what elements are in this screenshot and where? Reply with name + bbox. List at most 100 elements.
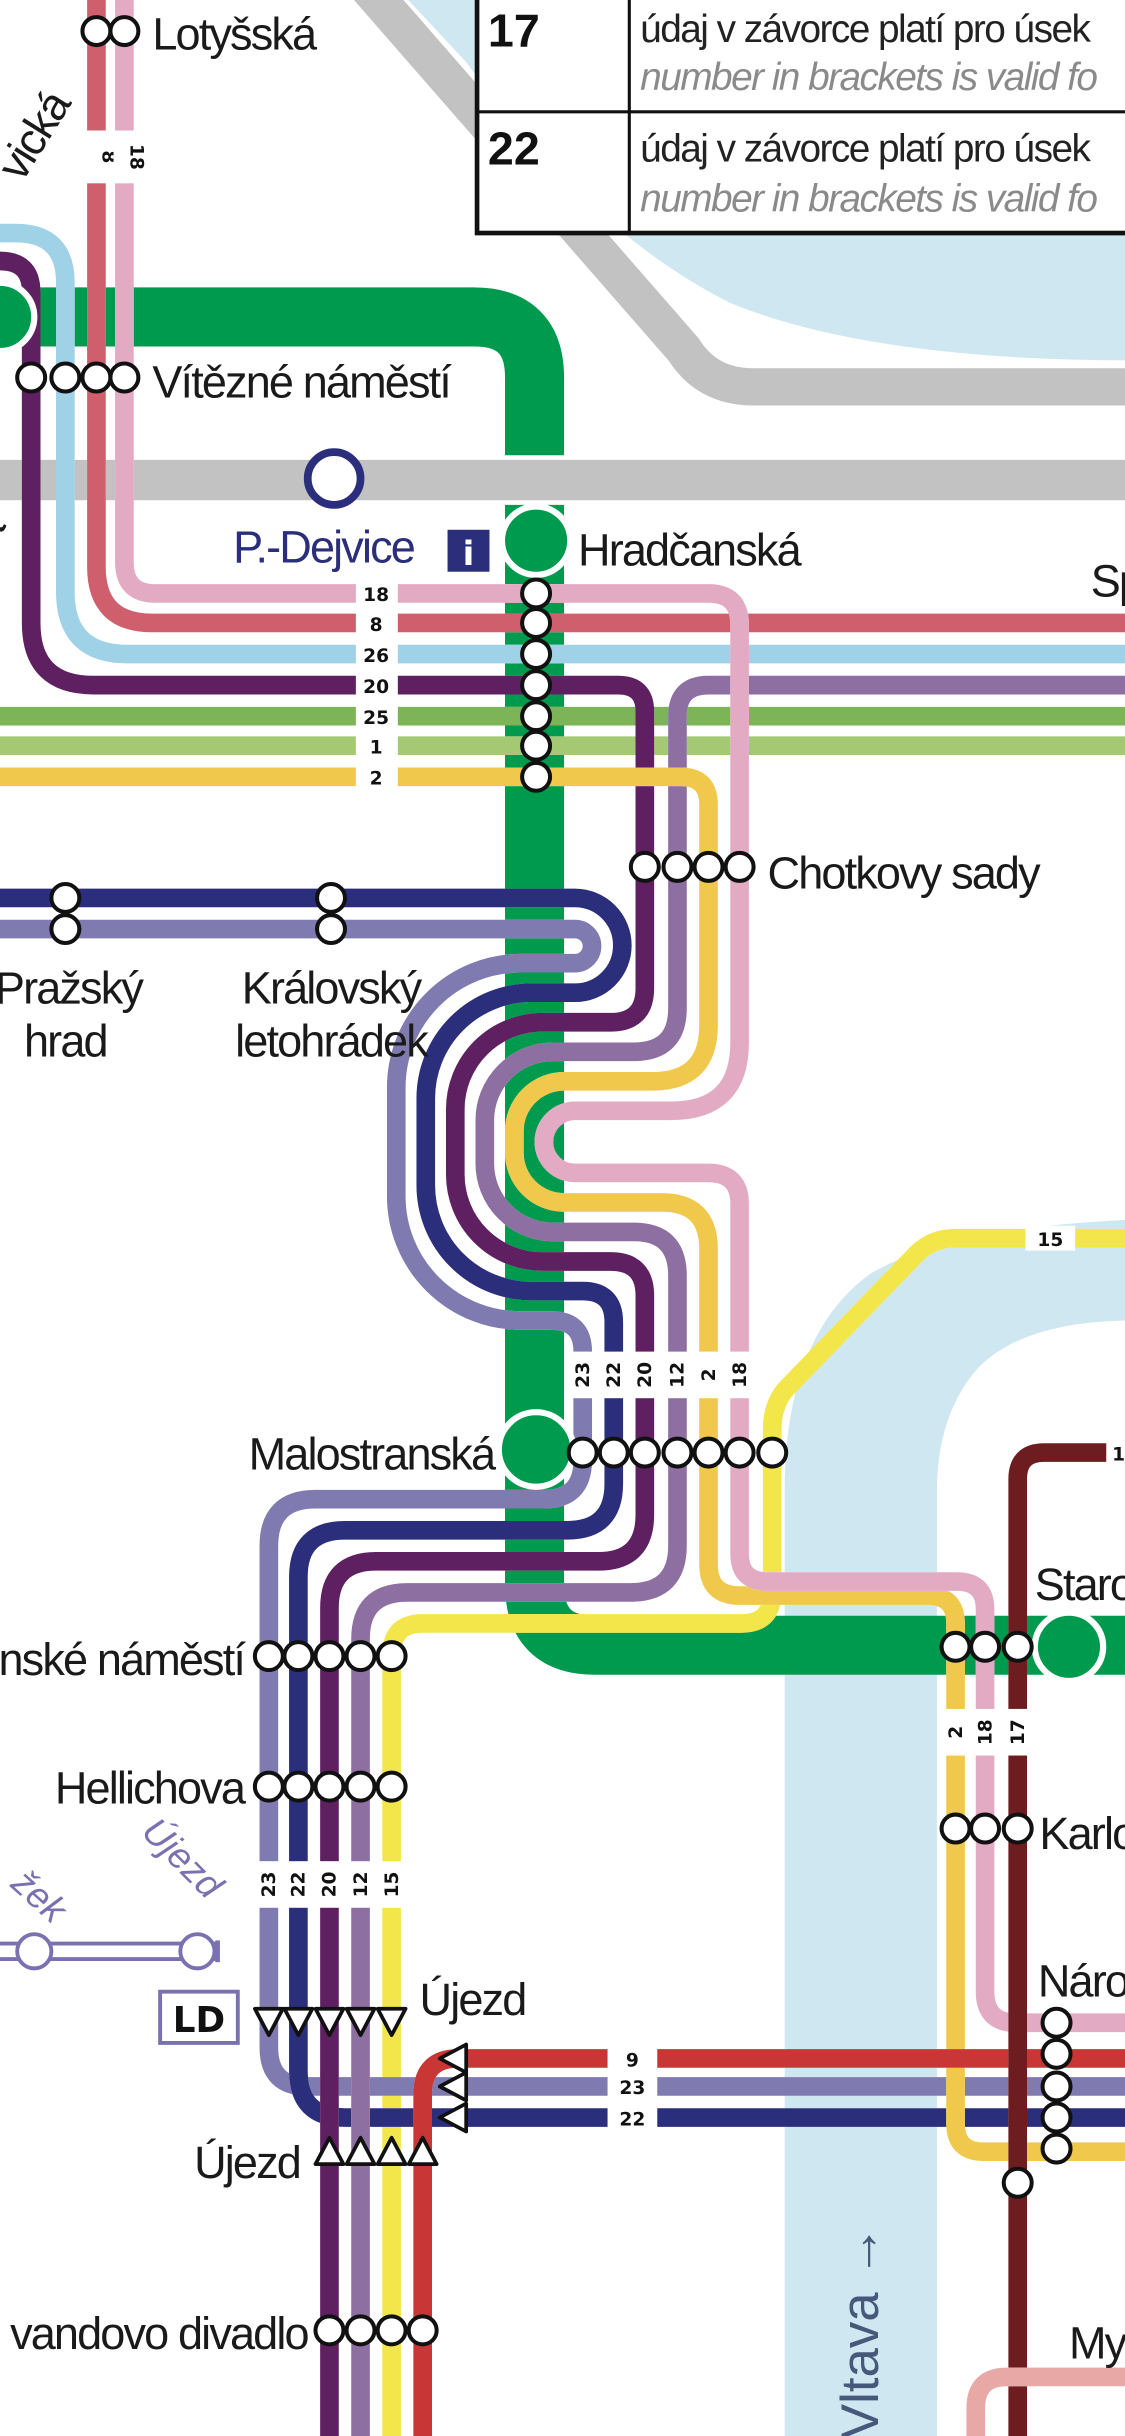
tram-stop-malostranska[interactable]	[597, 1436, 630, 1469]
svg-text:22: 22	[619, 2109, 645, 2130]
funicular-station-label: Újezd	[134, 1809, 232, 1907]
tram-stop-narodni-divadlo[interactable]	[1040, 2132, 1073, 2165]
tram-stop-svandovo-divadlo[interactable]	[375, 2314, 408, 2347]
station-label-kralovsky-letohradek: Královský	[242, 963, 423, 1014]
tram-stop-hellichova[interactable]	[344, 1770, 377, 1803]
railway-station-p-dejvice[interactable]	[303, 448, 365, 509]
legend-note-en: number in brackets is valid fo	[640, 56, 1097, 99]
tram-stop-hradcanska[interactable]	[520, 729, 553, 762]
svg-text:18: 18	[363, 585, 389, 606]
tram-line-20	[0, 251, 655, 2436]
station-label-malostranske-namesti: nské náměstí	[0, 1634, 246, 1685]
ujezd-stop-markers	[253, 2006, 469, 2166]
legend-note-en: number in brackets is valid fo	[640, 177, 1097, 220]
tram-stop-narodni-divadlo[interactable]	[1040, 2006, 1073, 2039]
tram-stop-lotysska[interactable]	[108, 15, 141, 48]
metro-station-malostranska[interactable]	[495, 1409, 577, 1490]
tram-stop-svandovo-divadlo[interactable]	[344, 2314, 377, 2347]
tram-stop-malostranska[interactable]	[628, 1436, 661, 1469]
tram-stop-kralovsky-letohradek[interactable]	[315, 881, 348, 914]
tram-stop-karlovy-lazne[interactable]	[939, 1812, 972, 1845]
tram-stop-malostranske-namesti[interactable]	[375, 1640, 408, 1673]
tram-stop-hellichova[interactable]	[252, 1770, 285, 1803]
svg-text:22: 22	[289, 1872, 310, 1898]
tram-stop-malostranske-namesti[interactable]	[313, 1640, 346, 1673]
svg-text:9: 9	[626, 2050, 639, 2071]
legend-note-cs: údaj v závorce platí pro úsek	[640, 128, 1091, 171]
tram-stop-chotkovy-sady[interactable]	[692, 850, 725, 883]
route-label: 18	[355, 581, 398, 606]
station-label-malostranska: Malostranská	[249, 1429, 497, 1480]
tram-stop-svandovo-divadlo[interactable]	[313, 2314, 346, 2347]
stop-triangle-up-icon	[344, 2135, 377, 2166]
tram-stop-svandovo-divadlo[interactable]	[406, 2314, 439, 2347]
tram-stop-hellichova[interactable]	[375, 1770, 408, 1803]
route-label: 22	[602, 1351, 627, 1399]
tram-stop-lotysska[interactable]	[80, 15, 113, 48]
station-label-narodni: Náro	[1038, 1955, 1125, 2006]
tram-stop-narodni-divadlo[interactable]	[1040, 2037, 1073, 2070]
tram-stop-hradcanska[interactable]	[520, 760, 553, 793]
tram-stop-vitezne-namesti[interactable]	[80, 361, 113, 394]
tram-stop-narodni-divadlo[interactable]	[1040, 2101, 1073, 2134]
tram-stop-malostranska[interactable]	[692, 1436, 725, 1469]
svg-text:8: 8	[98, 150, 119, 163]
tram-stop-prazsky-hrad[interactable]	[49, 881, 82, 914]
tram-stop-malostranska[interactable]	[566, 1436, 599, 1469]
metro-station-staromestska[interactable]	[1031, 1609, 1107, 1685]
tram-stop-vitezne-namesti[interactable]	[15, 361, 48, 394]
tram-stop-staromestska[interactable]	[1001, 1630, 1034, 1663]
tram-stop-kralovsky-letohradek[interactable]	[315, 913, 348, 946]
route-label: 9	[607, 2046, 658, 2071]
tram-line-8	[87, 0, 1125, 633]
tram-stop-narodni-divadlo[interactable]	[1001, 2166, 1034, 2199]
funicular-stop[interactable]	[15, 1932, 54, 1971]
tram-stop-hradcanska[interactable]	[520, 638, 553, 671]
svg-text:1: 1	[370, 737, 383, 758]
stop-triangle-down-icon	[313, 2006, 346, 2038]
tram-stop-staromestska[interactable]	[969, 1630, 1002, 1663]
tram-stop-karlovy-lazne[interactable]	[969, 1812, 1002, 1845]
svg-text:15: 15	[1037, 1230, 1063, 1251]
tram-stop-prazsky-hrad[interactable]	[49, 913, 82, 946]
tram-stop-hellichova[interactable]	[313, 1770, 346, 1803]
station-label-kralovsky-letohradek: letohrádek	[235, 1015, 429, 1066]
tram-stop-karlovy-lazne[interactable]	[1001, 1812, 1034, 1845]
svg-text:25: 25	[363, 708, 389, 729]
tram-stop-malostranske-namesti[interactable]	[282, 1640, 315, 1673]
tram-stop-chotkovy-sady[interactable]	[661, 850, 694, 883]
tram-stop-malostranske-namesti[interactable]	[344, 1640, 377, 1673]
stop-triangle-up-icon	[406, 2135, 439, 2166]
funicular-stop-ujezd[interactable]	[178, 1932, 217, 1971]
route-label: 15	[1025, 1225, 1076, 1251]
svg-text:8: 8	[370, 615, 383, 636]
tram-stop-malostranska[interactable]	[723, 1436, 756, 1469]
tram-stop-vitezne-namesti[interactable]	[49, 361, 82, 394]
tram-stop-staromestska[interactable]	[939, 1630, 972, 1663]
tram-stop-malostranska[interactable]	[756, 1436, 789, 1469]
svg-text:2: 2	[946, 1726, 967, 1739]
svg-text:26: 26	[363, 646, 389, 667]
svg-text:20: 20	[363, 677, 389, 698]
metro-line-a	[0, 287, 1125, 1675]
tram-stop-narodni-divadlo[interactable]	[1040, 2070, 1073, 2103]
metro-station-dejvicka[interactable]	[0, 279, 38, 355]
tram-stop-hradcanska[interactable]	[520, 700, 553, 733]
stop-triangle-up-icon	[375, 2135, 408, 2166]
tram-stop-vitezne-namesti[interactable]	[108, 361, 141, 394]
tram-stop-chotkovy-sady[interactable]	[628, 850, 661, 883]
svg-text:15: 15	[382, 1872, 403, 1898]
tram-stop-hradcanska[interactable]	[520, 577, 553, 610]
tram-stop-hradcanska[interactable]	[520, 669, 553, 702]
metro-station-hradcanska[interactable]	[498, 503, 574, 578]
route-label: 1	[1106, 1440, 1125, 1465]
tram-stop-hellichova[interactable]	[282, 1770, 315, 1803]
tram-stop-chotkovy-sady[interactable]	[723, 850, 756, 883]
tram-stop-malostranska[interactable]	[661, 1436, 694, 1469]
station-label-hellichova: Hellichova	[55, 1763, 247, 1814]
tram-stop-hradcanska[interactable]	[520, 606, 553, 639]
tram-stop-malostranske-namesti[interactable]	[252, 1640, 285, 1673]
funicular-station-label: žek	[3, 1860, 77, 1932]
route-label: 20	[355, 672, 398, 698]
route-label: 18	[974, 1708, 998, 1756]
